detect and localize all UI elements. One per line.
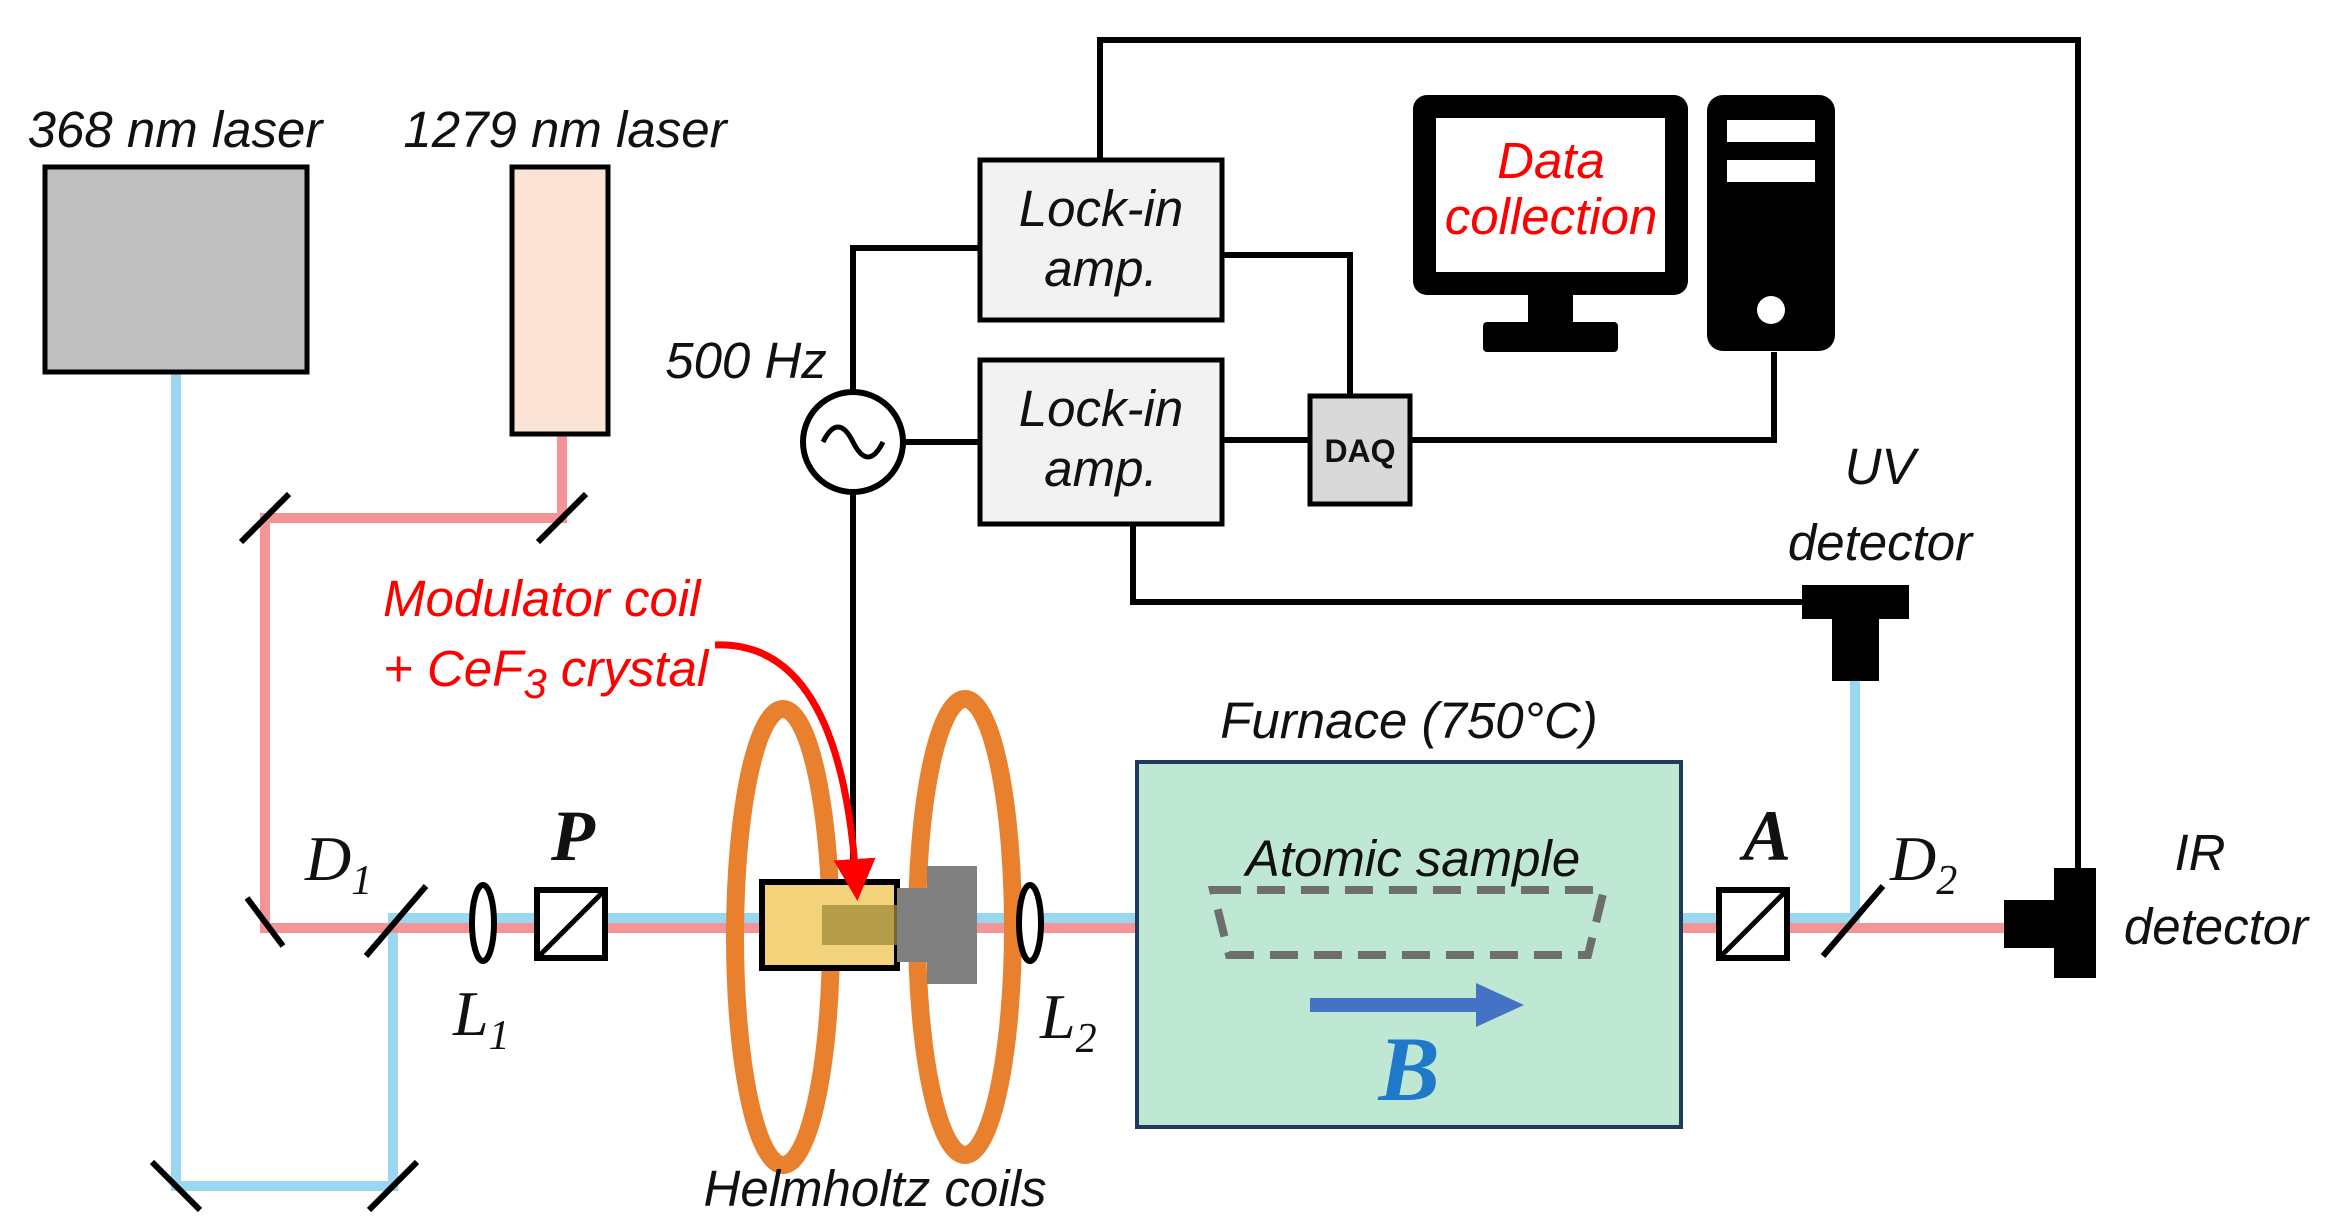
polarizer-diagonal	[535, 888, 607, 960]
analyzer-diagonal	[1717, 888, 1789, 960]
uv-detector-line1: UV	[1845, 438, 1920, 495]
computer-tower-icon	[1707, 95, 1835, 351]
ir-mirror-2	[238, 491, 292, 545]
uv-laser: 368 nm laser	[28, 101, 325, 375]
modulator-assembly	[759, 866, 977, 984]
modulator-arrow	[714, 641, 876, 901]
monitor-screen	[1436, 118, 1665, 272]
lockin-top-box	[977, 157, 1225, 323]
uv-detector-body	[1832, 619, 1879, 681]
dichroic-d2-label: D2	[1889, 823, 1957, 904]
polarizer-label: P	[550, 796, 596, 876]
dichroic-mirror-d2: D2	[1820, 823, 1957, 958]
modulator-label-line2: + CeF3 crystal	[383, 640, 710, 707]
screen-line2: collection	[1445, 188, 1658, 245]
lens-l2-glass	[1016, 882, 1044, 964]
daq-label: DAQ	[1324, 433, 1395, 469]
lens-l1-label: L1	[452, 978, 510, 1059]
mount-plate-left	[897, 888, 927, 962]
lens-l2-label: L2	[1039, 981, 1097, 1062]
dichroic-d2-glass	[1820, 884, 1886, 958]
ir-detector: IR detector	[2004, 824, 2310, 978]
field-arrow-head	[1476, 983, 1524, 1027]
uv-laser-body	[42, 164, 310, 375]
modulator-label-line1: Modulator coil	[383, 570, 702, 627]
dichroic-mirror-d1: D1	[304, 823, 429, 958]
ir-detector-face	[2004, 900, 2054, 948]
analyzer: A	[1716, 796, 1791, 961]
mount-plate-right	[927, 866, 977, 984]
lockin-top-line2: amp.	[1044, 240, 1157, 297]
ir-mirror-1	[535, 491, 589, 545]
magnetic-field-label: B	[1377, 1018, 1439, 1120]
lockin-bottom-box	[977, 357, 1225, 527]
signal-wiring	[850, 37, 2081, 888]
atomic-sample-region	[1207, 886, 1610, 959]
mirrors	[149, 491, 589, 1213]
helmholtz-label: Helmholtz coils	[704, 1160, 1047, 1217]
ir-detector-line1: IR	[2175, 824, 2226, 881]
lockin-amp-bottom: Lock-in amp.	[977, 357, 1225, 527]
lens-l2: L2	[1016, 882, 1097, 1062]
furnace: Furnace (750°C) Atomic sample B	[1135, 692, 1683, 1129]
lockin-amp-top: Lock-in amp.	[977, 157, 1225, 323]
modulator-annotation: Modulator coil + CeF3 crystal	[383, 570, 876, 901]
modulator-coil-core	[822, 905, 897, 945]
ir-laser: 1279 nm laser	[403, 101, 729, 437]
uv-laser-label: 368 nm laser	[28, 101, 325, 158]
polarizer: P	[534, 796, 608, 961]
uv-mirror-2	[366, 1159, 420, 1213]
tower-power-button	[1757, 296, 1785, 324]
dichroic-d1-glass	[363, 884, 429, 958]
tower-slot-2	[1727, 160, 1815, 182]
lockin-bottom-line1: Lock-in	[1019, 380, 1183, 437]
analyzer-label: A	[1739, 796, 1791, 876]
computer: Data collection	[1413, 95, 1835, 352]
ir-laser-body	[509, 164, 611, 437]
tower-slot-1	[1727, 120, 1815, 142]
furnace-label: Furnace (750°C)	[1220, 692, 1598, 749]
daq-unit: DAQ	[1307, 393, 1413, 507]
ir-mirror-3	[244, 896, 286, 948]
uv-mirror-1	[149, 1159, 203, 1213]
ir-detector-line2: detector	[2124, 898, 2310, 955]
uv-detector-head	[1802, 585, 1909, 619]
uv-detector: UV detector	[1788, 438, 1974, 681]
screen-line1: Data	[1497, 132, 1605, 189]
ir-laser-label: 1279 nm laser	[403, 101, 728, 158]
ir-detector-body	[2054, 868, 2096, 978]
daq-box	[1307, 393, 1413, 507]
lockin-top-line1: Lock-in	[1019, 180, 1183, 237]
lens-l1: L1	[452, 882, 510, 1059]
monitor-base	[1483, 322, 1618, 352]
atomic-sample-label: Atomic sample	[1243, 830, 1580, 887]
oscillator-500hz: 500 Hz	[665, 332, 906, 495]
uv-detector-line2: detector	[1788, 514, 1974, 571]
oscillator-frequency-label: 500 Hz	[665, 332, 827, 389]
lockin-bottom-line2: amp.	[1044, 440, 1157, 497]
dichroic-d1-label: D1	[304, 823, 372, 904]
lens-l1-glass	[469, 882, 497, 964]
sine-wave-icon	[820, 424, 886, 460]
